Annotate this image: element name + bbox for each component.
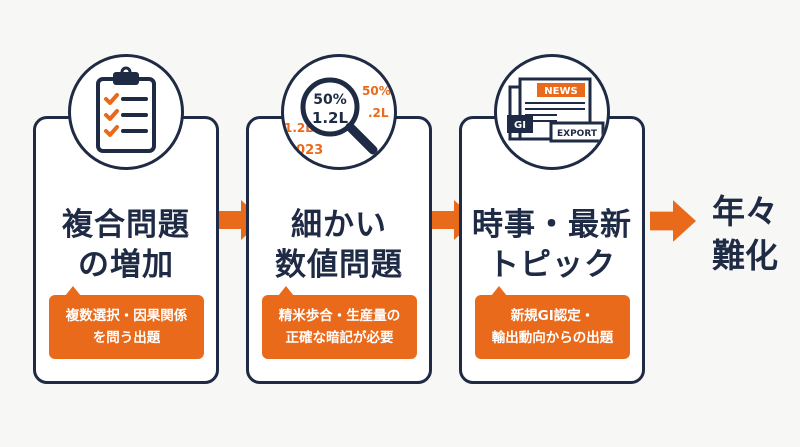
result-text: 年々 難化 xyxy=(712,192,778,275)
icon-text-bg-right: .2L xyxy=(368,106,389,120)
magnifier-numbers-icon: 50% .2L 1.2L 2023 50% 1.2L xyxy=(281,54,397,170)
icon-text-gi: GI xyxy=(514,120,526,131)
icon-text-lens-bottom: 1.2L xyxy=(312,109,349,127)
step-callout: 精米歩合・生産量の 正確な暗記が必要 xyxy=(262,286,417,359)
step-title: 複合問題 の増加 xyxy=(62,207,190,283)
icon-text-export: EXPORT xyxy=(557,129,598,139)
icon-text-bg-left: 1.2L xyxy=(284,121,313,135)
icon-text-bg-bottom: 2023 xyxy=(287,143,323,158)
right-arrow-icon xyxy=(650,200,696,242)
step-callout: 新規GI認定・ 輸出動向からの出題 xyxy=(475,286,630,359)
icon-text-bg-top-right: 50% xyxy=(362,84,391,98)
newspaper-icon: NEWS GI EXPORT xyxy=(494,54,610,170)
step-callout: 複数選択・因果関係 を問う出題 xyxy=(49,286,204,359)
icon-text-lens-top: 50% xyxy=(313,92,347,108)
icon-text-news: NEWS xyxy=(544,86,577,97)
step-title: 時事・最新 トピック xyxy=(472,207,632,283)
clipboard-checklist-icon xyxy=(68,54,184,170)
step-title: 細かい 数値問題 xyxy=(275,207,403,283)
